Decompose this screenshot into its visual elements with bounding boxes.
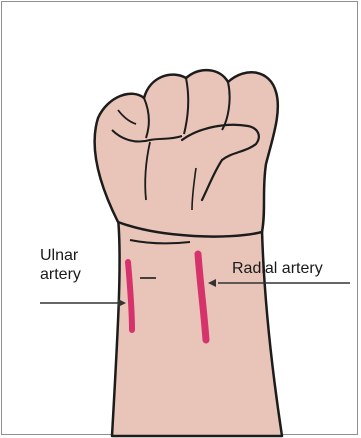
radial-artery-label: Radial artery xyxy=(232,259,323,278)
ulnar-label-line1: Ulnar xyxy=(40,246,81,265)
fist xyxy=(95,70,278,236)
ulnar-artery-label: Ulnar artery xyxy=(40,246,81,284)
ulnar-label-line2: artery xyxy=(40,265,81,284)
